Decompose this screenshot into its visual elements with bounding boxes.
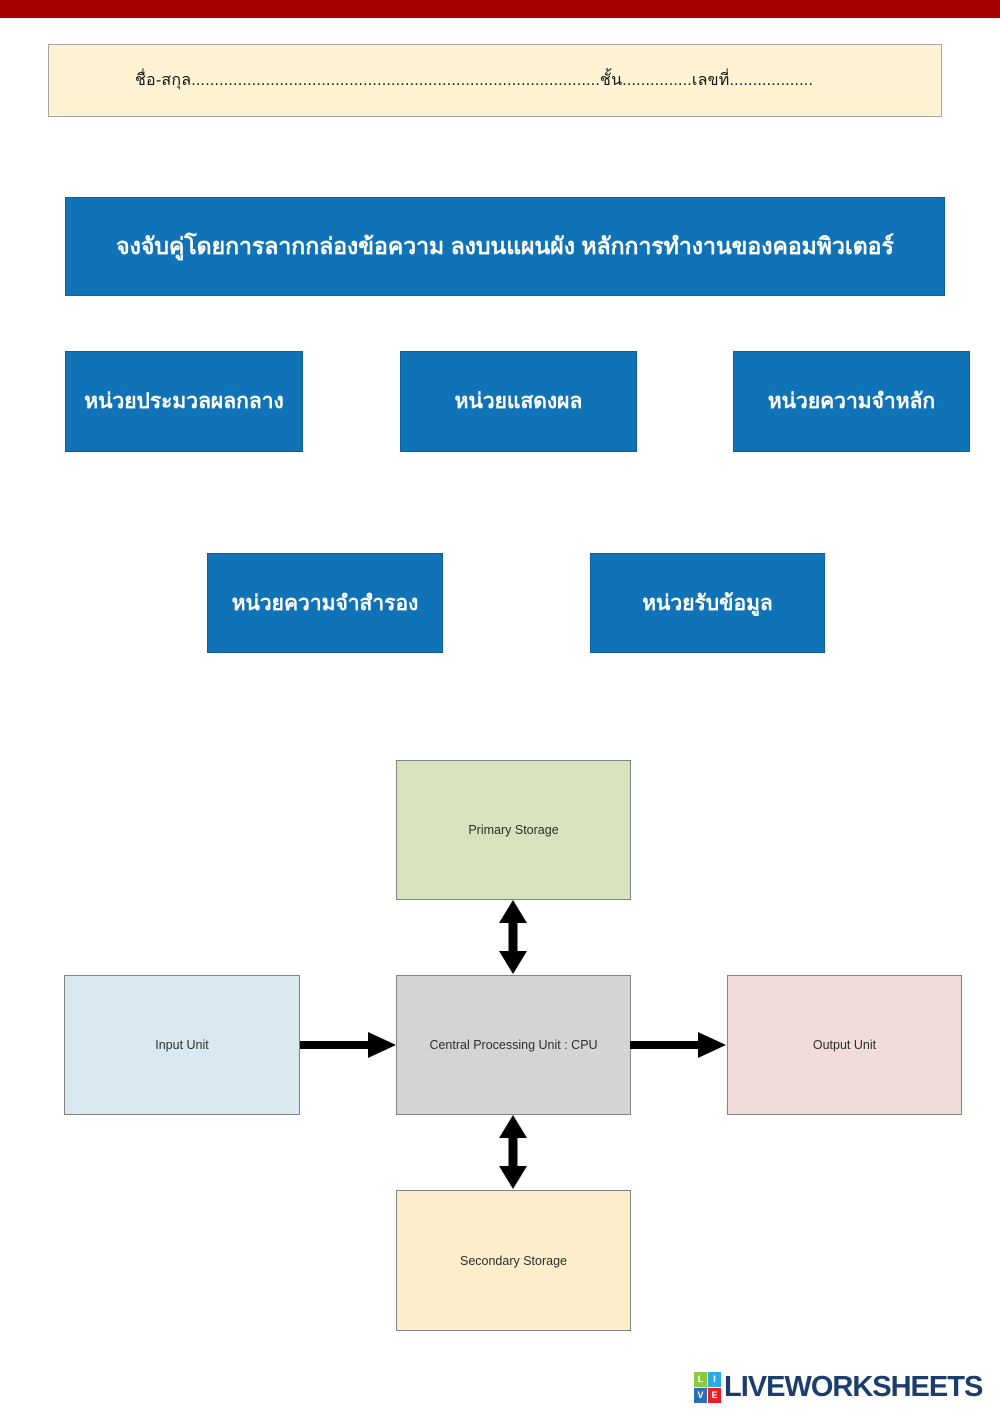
drag-box-label: หน่วยความจำหลัก (767, 390, 936, 413)
drag-box-label: หน่วยรับข้อมูล (642, 591, 773, 615)
arrow-input-to-cpu-icon (300, 1032, 396, 1058)
drag-box-input-unit[interactable]: หน่วยรับข้อมูล (590, 553, 825, 653)
double-arrow-cpu-secondary-icon (499, 1115, 527, 1189)
arrow-cpu-to-output-icon (630, 1032, 726, 1058)
top-bar (0, 0, 1000, 18)
student-name-line: ชื่อ-สกุล...............................… (135, 72, 814, 89)
diagram-node-cpu[interactable]: Central Processing Unit : CPU (396, 975, 631, 1115)
arrow-shape (300, 1032, 396, 1058)
drag-box-label: หน่วยความจำสำรอง (231, 591, 419, 615)
drag-box-central-processing[interactable]: หน่วยประมวลผลกลาง (65, 351, 303, 452)
liveworksheets-tiles-icon: L I V E (694, 1372, 721, 1403)
arrow-shape (499, 1115, 527, 1189)
diagram-node-secondary-storage[interactable]: Secondary Storage (396, 1190, 631, 1331)
drag-box-label: หน่วยประมวลผลกลาง (84, 390, 284, 413)
logo-tile-i: I (708, 1372, 721, 1387)
node-label: Secondary Storage (459, 1253, 567, 1268)
logo-tile-e: E (708, 1388, 721, 1403)
logo-tile-v: V (694, 1388, 707, 1403)
node-label: Output Unit (812, 1038, 877, 1052)
drag-box-display-unit[interactable]: หน่วยแสดงผล (400, 351, 637, 452)
diagram-node-input-unit[interactable]: Input Unit (64, 975, 300, 1115)
node-label: Input Unit (155, 1038, 209, 1052)
diagram-node-output-unit[interactable]: Output Unit (727, 975, 962, 1115)
instruction-banner: จงจับคู่โดยการลากกล่องข้อความ ลงบนแผนผัง… (65, 197, 945, 296)
drag-box-main-memory[interactable]: หน่วยความจำหลัก (733, 351, 970, 452)
node-label: Primary Storage (468, 823, 559, 837)
student-name-box[interactable]: ชื่อ-สกุล...............................… (48, 44, 942, 117)
instruction-text: จงจับคู่โดยการลากกล่องข้อความ ลงบนแผนผัง… (116, 232, 894, 259)
drag-box-label: หน่วยแสดงผล (454, 390, 583, 413)
liveworksheets-logo[interactable]: L I V E LIVEWORKSHEETS (694, 1371, 983, 1403)
drag-box-secondary-memory[interactable]: หน่วยความจำสำรอง (207, 553, 443, 653)
double-arrow-primary-cpu-icon (499, 900, 527, 974)
diagram-node-primary-storage[interactable]: Primary Storage (396, 760, 631, 900)
logo-tile-l: L (694, 1372, 707, 1387)
arrow-shape (630, 1032, 726, 1058)
arrow-shape (499, 900, 527, 974)
node-label: Central Processing Unit : CPU (429, 1038, 598, 1052)
liveworksheets-wordmark: LIVEWORKSHEETS (724, 1371, 983, 1403)
